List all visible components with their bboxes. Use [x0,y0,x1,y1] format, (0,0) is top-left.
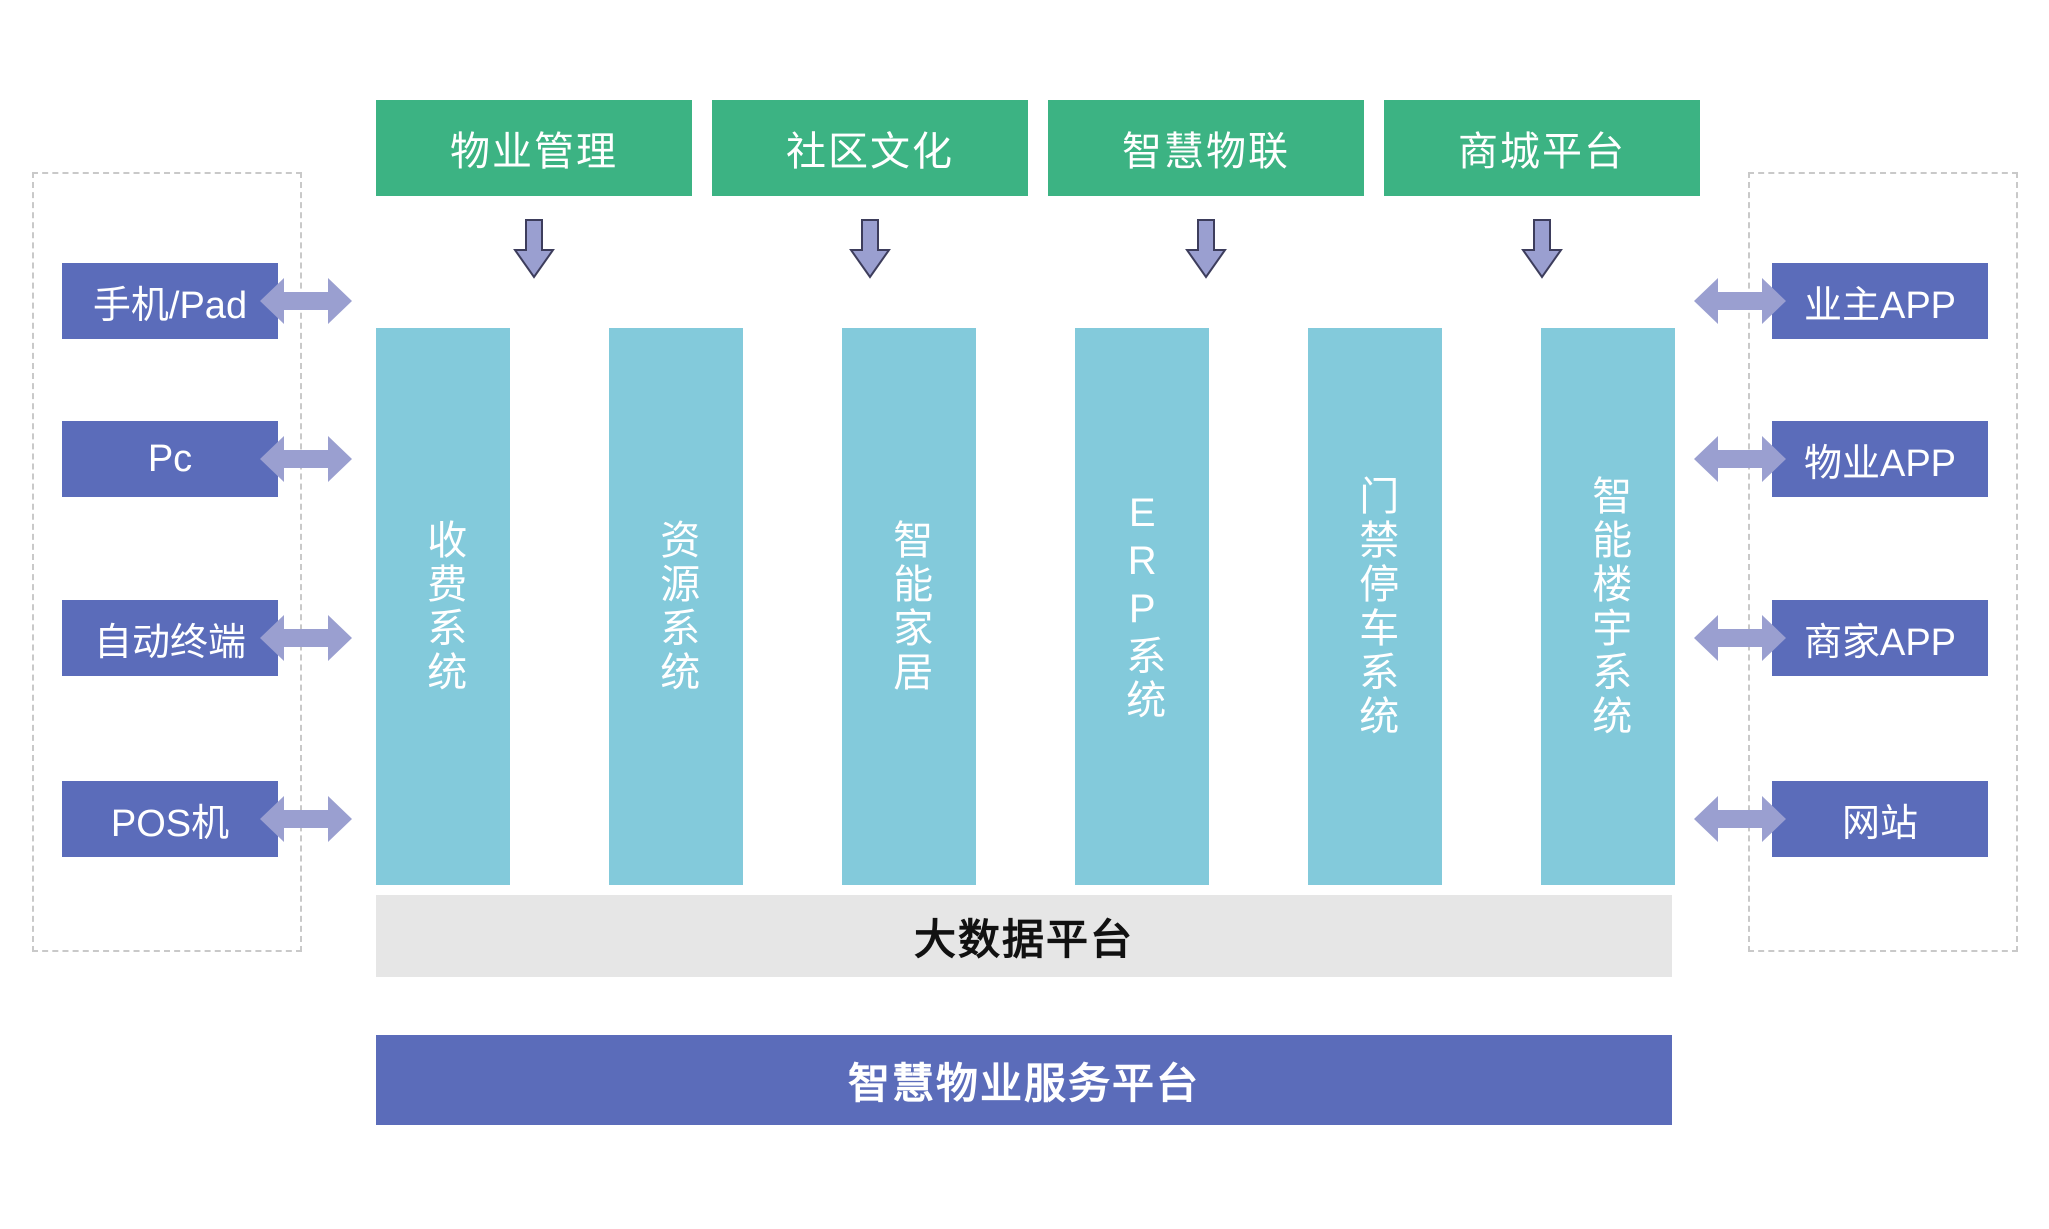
bidirectional-arrow-icon [258,790,354,848]
app-label: 业主APP [1803,284,1957,327]
down-arrow-icon [1521,218,1563,280]
app-box-owner[interactable]: 业主APP [1772,263,1988,339]
bidirectional-arrow-icon [258,609,354,667]
device-box-phone-pad[interactable]: 手机/Pad [62,263,278,339]
bidirectional-arrow-icon [1692,272,1788,330]
system-column-charging[interactable]: 收费系统 [376,328,510,885]
bidirectional-arrow-icon [1692,790,1788,848]
system-label: 门禁停车系统 [1353,474,1398,739]
bidirectional-arrow-icon [258,430,354,488]
top-module-property-management[interactable]: 物业管理 [376,100,692,196]
down-arrow-icon [1185,218,1227,280]
bigdata-platform-label: 大数据平台 [913,915,1134,963]
smart-property-service-platform-bar[interactable]: 智慧物业服务平台 [376,1035,1672,1125]
down-arrow-icon [513,218,555,280]
system-label: 收费系统 [421,518,466,695]
top-module-smart-iot[interactable]: 智慧物联 [1048,100,1364,196]
app-box-merchant[interactable]: 商家APP [1772,600,1988,676]
system-column-erp[interactable]: ERP系统 [1075,328,1209,885]
device-box-pos[interactable]: POS机 [62,781,278,857]
app-box-website[interactable]: 网站 [1772,781,1988,857]
bidirectional-arrow-icon [1692,609,1788,667]
device-label: POS机 [110,802,230,845]
app-label: 商家APP [1803,621,1957,664]
system-column-smart-home[interactable]: 智能家居 [842,328,976,885]
bidirectional-arrow-icon [1692,430,1788,488]
system-label: 智能家居 [887,518,932,695]
system-column-access-parking[interactable]: 门禁停车系统 [1308,328,1442,885]
device-label: 自动终端 [93,621,246,664]
system-label: 智能楼宇系统 [1586,474,1631,739]
smart-property-service-platform-label: 智慧物业服务平台 [847,1059,1200,1107]
device-label: Pc [147,437,193,480]
left-devices-group [32,172,302,952]
device-box-pc[interactable]: Pc [62,421,278,497]
top-module-label: 商城平台 [1458,130,1626,174]
down-arrow-icon [849,218,891,280]
app-box-property[interactable]: 物业APP [1772,421,1988,497]
right-apps-group [1748,172,2018,952]
device-box-self-service-terminal[interactable]: 自动终端 [62,600,278,676]
system-column-resource[interactable]: 资源系统 [609,328,743,885]
bidirectional-arrow-icon [258,272,354,330]
system-column-smart-building[interactable]: 智能楼宇系统 [1541,328,1675,885]
device-label: 手机/Pad [92,284,248,327]
bigdata-platform-bar[interactable]: 大数据平台 [376,895,1672,977]
system-label: ERP系统 [1120,490,1165,723]
app-label: 网站 [1841,802,1918,845]
top-module-mall-platform[interactable]: 商城平台 [1384,100,1700,196]
top-module-label: 智慧物联 [1122,130,1290,174]
top-module-label: 物业管理 [450,130,618,174]
top-module-community-culture[interactable]: 社区文化 [712,100,1028,196]
top-module-label: 社区文化 [786,130,954,174]
app-label: 物业APP [1803,442,1957,485]
system-label: 资源系统 [654,518,699,695]
